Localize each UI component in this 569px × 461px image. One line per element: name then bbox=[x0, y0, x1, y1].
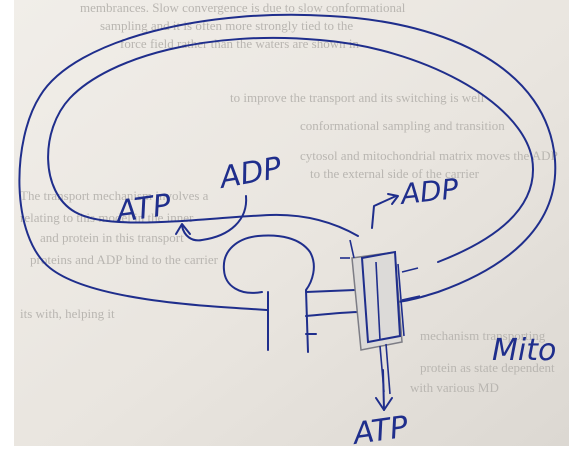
atp-arrow bbox=[181, 195, 248, 242]
arrow-head-icon bbox=[375, 397, 393, 411]
adp-label-right: ADP bbox=[397, 172, 460, 211]
inner-membrane bbox=[222, 234, 361, 353]
arrow-head-icon bbox=[387, 193, 399, 205]
reaction-arrows bbox=[175, 193, 399, 411]
paper bbox=[14, 0, 569, 446]
print-line: membrances. Slow convergence is due to s… bbox=[80, 0, 406, 15]
print-line: sampling and it is often more strongly t… bbox=[100, 18, 353, 33]
outer-membrane bbox=[18, 13, 557, 311]
adp-arrow bbox=[371, 195, 397, 229]
print-line: and protein in this transport bbox=[40, 230, 184, 245]
print-line: mechanism transporting bbox=[420, 328, 546, 343]
print-line: to the external side of the carrier bbox=[310, 166, 480, 181]
membrane-transporter bbox=[340, 239, 421, 395]
print-line: protein as state dependent bbox=[420, 360, 555, 375]
atp-out-arrow bbox=[382, 369, 385, 411]
background-print-text: membrances. Slow convergence is due to s… bbox=[20, 0, 558, 395]
print-line: to improve the transport and its switchi… bbox=[230, 90, 485, 105]
print-line: proteins and ADP bind to the carrier bbox=[30, 252, 219, 267]
arrow-head-icon bbox=[175, 223, 191, 235]
atp-label-bottom: ATP bbox=[349, 410, 411, 453]
atp-label-left: ATP bbox=[112, 188, 174, 231]
mito-label: Mito bbox=[492, 333, 556, 368]
print-line: relating to this model in the inner bbox=[20, 210, 194, 225]
print-line: cytosol and mitochondrial matrix moves t… bbox=[300, 148, 558, 163]
print-line: conformational sampling and transition bbox=[300, 118, 505, 133]
print-line: its with, helping it bbox=[20, 306, 115, 321]
print-line: The transport mechanism involves a bbox=[20, 188, 209, 203]
print-line: with various MD bbox=[410, 380, 499, 395]
